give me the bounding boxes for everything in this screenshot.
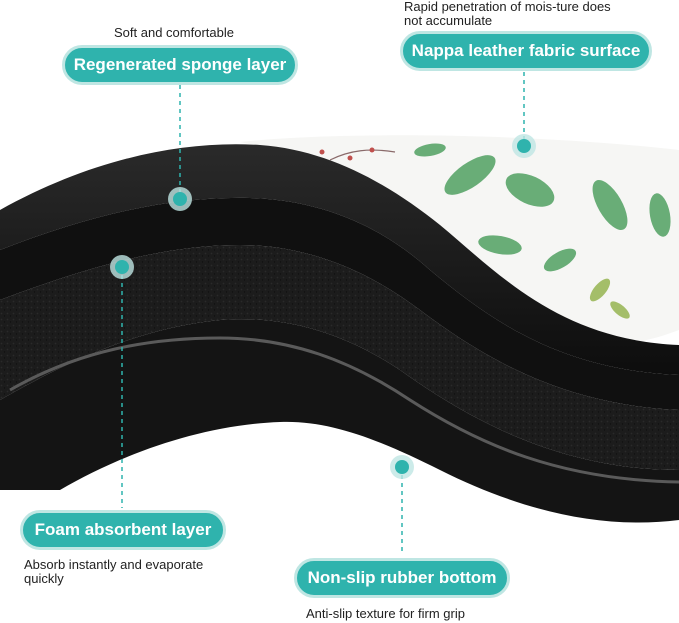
- marker-foam-dot: [110, 255, 134, 279]
- sponge-layer-label: Regenerated sponge layer: [62, 45, 298, 85]
- marker-rubber-dot: [390, 455, 414, 479]
- foam-layer-label: Foam absorbent layer: [20, 510, 226, 550]
- foam-description: Absorb instantly and evaporate quickly: [24, 558, 203, 586]
- foam-description-line2: quickly: [24, 571, 64, 586]
- rubber-description: Anti-slip texture for firm grip: [306, 606, 465, 621]
- marker-nappa-dot: [512, 134, 536, 158]
- nappa-description: Rapid penetration of mois-ture does not …: [404, 0, 611, 28]
- rubber-bottom-label: Non-slip rubber bottom: [294, 558, 510, 598]
- foam-description-line1: Absorb instantly and evaporate: [24, 557, 204, 572]
- foam-layer: [0, 245, 679, 470]
- sponge-description: Soft and comfortable: [114, 25, 234, 40]
- fabric-surface: [240, 135, 679, 346]
- nappa-description-line2: not accumulate: [404, 13, 493, 28]
- rubber-layer: [0, 319, 679, 523]
- nappa-surface-label: Nappa leather fabric surface: [400, 31, 652, 71]
- sponge-layer: [0, 197, 679, 410]
- leader-lines: [121, 72, 525, 555]
- leaf-print: [414, 143, 671, 319]
- nappa-description-line1: Rapid penetration of mois-ture does: [404, 0, 611, 14]
- marker-sponge-dot: [168, 187, 192, 211]
